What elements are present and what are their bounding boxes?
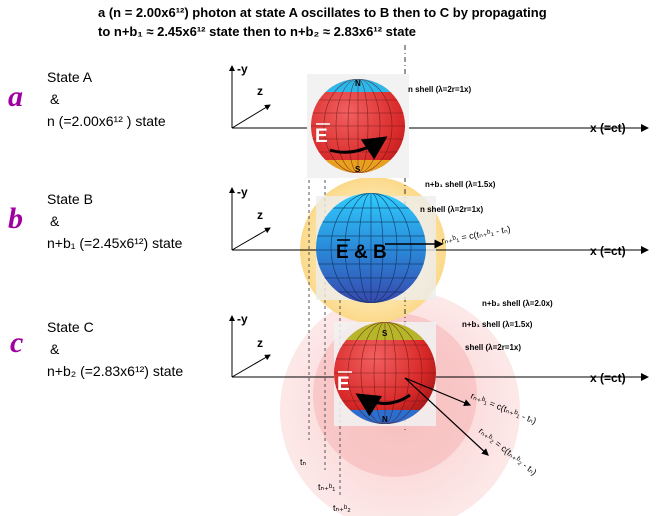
y-label-a: -y <box>237 62 248 76</box>
row-c-state: State C <box>47 319 94 335</box>
axes-a: -y z x (=ct) <box>229 62 649 135</box>
south-label-c: S <box>382 329 388 338</box>
time-label-tn: tₙ <box>300 457 307 467</box>
row-b-labels: b State B & n+b₁ (=2.45x6¹²) state <box>8 191 183 251</box>
sphere-b: E & B n+b₁ shell (λ=1.5x) n shell (λ=2r=… <box>316 180 512 303</box>
row-b-amp: & <box>50 213 60 229</box>
row-c-letter: c <box>10 326 23 359</box>
y-label-b: -y <box>237 185 248 199</box>
row-a-state: State A <box>47 69 93 85</box>
x-label-b: x (=ct) <box>590 244 626 258</box>
radius-arrow-c1 <box>404 377 472 407</box>
title-line-2: to n+b₁ ≈ 2.45x6¹² state then to n+b₂ ≈ … <box>98 24 416 39</box>
shell-inner-label-b: n shell (λ=2r=1x) <box>420 205 483 214</box>
shell-outer-label-b: n+b₁ shell (λ=1.5x) <box>425 180 496 189</box>
row-a-letter: a <box>8 80 23 113</box>
z-axis-b <box>231 227 271 251</box>
time-label-tnb2: tₙ₊ᵇ₂ <box>333 503 351 513</box>
rotation-arrow-c <box>355 393 411 417</box>
row-c-amp: & <box>50 341 60 357</box>
z-label-a: z <box>257 84 263 98</box>
z-label-b: z <box>257 208 263 222</box>
field-label-c: E <box>337 374 350 395</box>
row-b-state: State B <box>47 191 93 207</box>
radius-arrow-c2 <box>404 377 489 456</box>
radius-label-b: rₙ₊ᵇ₁ = c(tₙ₊ᵇ₁ - tₙ) <box>441 224 512 246</box>
south-label-a: S <box>355 165 361 174</box>
z-label-c: z <box>257 336 263 350</box>
shell-mid-label-c: n+b₁ shell (λ=1.5x) <box>462 320 533 329</box>
y-label-c: -y <box>237 312 248 326</box>
row-b-letter: b <box>8 202 23 235</box>
time-label-tnb1: tₙ₊ᵇ₁ <box>318 482 335 492</box>
row-a-amp: & <box>50 91 60 107</box>
x-label-a: x (=ct) <box>590 121 626 135</box>
title-line-1: a (n = 2.00x6¹²) photon at state A oscil… <box>98 5 547 20</box>
field-label-a: E <box>315 126 328 147</box>
north-label-a: N <box>355 79 361 88</box>
shell-label-a: n shell (λ=2r=1x) <box>408 85 471 94</box>
axes-c: -y z x (=ct) <box>229 312 649 385</box>
row-a-labels: a State A & n (=2.00x6¹² ) state <box>8 69 166 129</box>
rotation-arrow-a <box>329 136 388 160</box>
row-c-labels: c State C & n+b₂ (=2.83x6¹²) state <box>10 319 183 379</box>
x-label-c: x (=ct) <box>590 371 626 385</box>
row-c-desc: n+b₂ (=2.83x6¹²) state <box>47 363 183 379</box>
shell-inner-label-c: shell (λ=2r=1x) <box>465 343 521 352</box>
row-b-desc: n+b₁ (=2.45x6¹²) state <box>47 235 183 251</box>
z-axis-a <box>231 104 271 129</box>
z-axis-c <box>231 354 271 378</box>
field-label-b: E & B <box>336 242 387 263</box>
row-a-desc: n (=2.00x6¹² ) state <box>47 113 166 129</box>
sphere-a: E N S n shell (λ=2r=1x) <box>307 74 471 178</box>
axes-b: -y z x (=ct) <box>229 185 649 258</box>
shell-outer-label-c: n+b₂ shell (λ=2.0x) <box>482 299 553 308</box>
north-label-c: N <box>382 415 388 424</box>
